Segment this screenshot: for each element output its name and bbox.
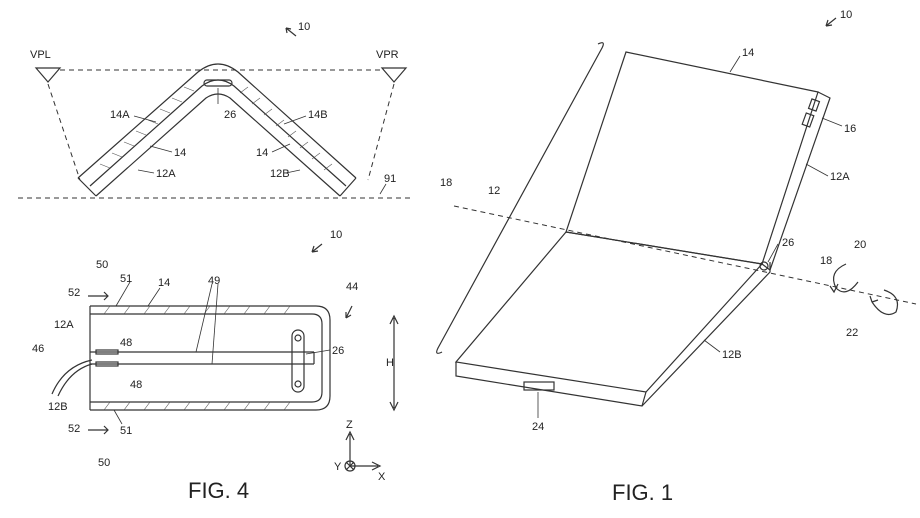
label-26-fig1: 26 (782, 237, 794, 249)
folded-display-edge (95, 93, 341, 197)
label-14a: 14A (110, 109, 130, 121)
label-91: 91 (384, 173, 396, 185)
fig4-top-labels: 10 VPL VPR 14A 14B 14 14 12A 12B 26 91 (30, 21, 399, 185)
fig4-axes: Z Y X (334, 419, 386, 483)
lower-panel (454, 231, 764, 393)
label-12b-section: 12B (48, 401, 68, 413)
label-51-bottom: 51 (120, 425, 132, 437)
fig4-section-labels: 10 50 52 51 14 49 44 12A 48 46 48 26 H 1… (32, 229, 394, 469)
viewpoint-left-marker (34, 67, 62, 83)
height-arrow (389, 314, 399, 412)
ref-10-section: 10 (330, 229, 342, 241)
label-52-top: 52 (68, 287, 80, 299)
label-24: 24 (532, 421, 544, 433)
label-12a-section: 12A (54, 319, 74, 331)
button-lower (801, 112, 815, 128)
fold-axis (453, 205, 917, 305)
label-12b-top: 12B (270, 168, 290, 180)
fig4-section-view (51, 243, 399, 435)
connector-port (523, 381, 555, 391)
label-14-fig1: 14 (742, 47, 754, 59)
label-50-bottom: 50 (98, 457, 110, 469)
label-h: H (386, 357, 394, 369)
label-12a-top: 12A (156, 168, 176, 180)
label-14b: 14B (308, 109, 328, 121)
section-hinge (291, 329, 305, 393)
label-14-section: 14 (158, 277, 170, 289)
label-14-right: 14 (256, 147, 268, 159)
label-46: 46 (32, 343, 44, 355)
left-panel-hatching (99, 86, 195, 169)
arrow-bottom (88, 425, 109, 435)
rotation-arrow-22 (871, 289, 899, 315)
label-26-top: 26 (224, 109, 236, 121)
folded-ends (77, 177, 357, 197)
viewpoint-right-marker (380, 67, 408, 83)
seal-bottom (95, 361, 119, 367)
axis-x-label: X (378, 471, 386, 483)
device-brace (436, 42, 604, 354)
label-20: 20 (854, 239, 866, 251)
label-12b-fig1: 12B (722, 349, 742, 361)
hinge-pin (203, 79, 233, 87)
label-vpr: VPR (376, 49, 399, 61)
ref-10-top: 10 (298, 21, 310, 33)
label-51-top: 51 (120, 273, 132, 285)
axis-z-label: Z (346, 419, 353, 431)
label-49: 49 (208, 275, 220, 287)
ref-10-arrow-section (311, 243, 323, 253)
label-48-bottom: 48 (130, 379, 142, 391)
button-upper (807, 98, 821, 112)
fig1-device (436, 17, 917, 418)
hinge-point (759, 261, 769, 271)
label-12: 12 (488, 185, 500, 197)
label-18-right: 18 (820, 255, 832, 267)
ref-10-fig1: 10 (840, 9, 852, 21)
section-center-gap (90, 351, 314, 365)
arrow-top (88, 291, 109, 301)
section-bottom-hatching (103, 401, 291, 411)
lower-panel-front (455, 362, 647, 407)
view-line-left (47, 83, 81, 181)
section-outer-shell (90, 305, 331, 411)
view-line-right (367, 83, 395, 181)
seal-top (95, 349, 119, 355)
upper-panel (565, 51, 819, 265)
label-vpl: VPL (30, 49, 51, 61)
label-14-left: 14 (174, 147, 186, 159)
label-22: 22 (846, 327, 858, 339)
fig1-labels: 10 14 16 12A 18 12 26 18 20 22 12B 24 (440, 9, 866, 433)
folded-outer-edge (77, 63, 357, 179)
fig4-top-view (18, 27, 412, 199)
label-52-bottom: 52 (68, 423, 80, 435)
axis-y-label: Y (334, 461, 342, 473)
section-inner-shell (90, 313, 323, 403)
right-panel-hatching (239, 86, 333, 171)
caption-fig1: FIG. 1 (612, 480, 673, 505)
ref-44-arrow (345, 305, 353, 319)
label-50-top: 50 (96, 259, 108, 271)
upper-panel-edge (761, 91, 831, 271)
ref-arrow-top (285, 27, 297, 37)
section-top-hatching (103, 305, 291, 315)
label-48-top: 48 (120, 337, 132, 349)
label-26-section: 26 (332, 345, 344, 357)
lower-panel-side (641, 262, 771, 407)
label-18-left: 18 (440, 177, 452, 189)
axis-y-symbol (344, 460, 356, 472)
flex-cable (51, 359, 93, 397)
caption-fig4: FIG. 4 (188, 478, 249, 503)
ref-10-arrow-fig1 (825, 17, 837, 27)
label-16: 16 (844, 123, 856, 135)
label-12a-fig1: 12A (830, 171, 850, 183)
label-44: 44 (346, 281, 358, 293)
